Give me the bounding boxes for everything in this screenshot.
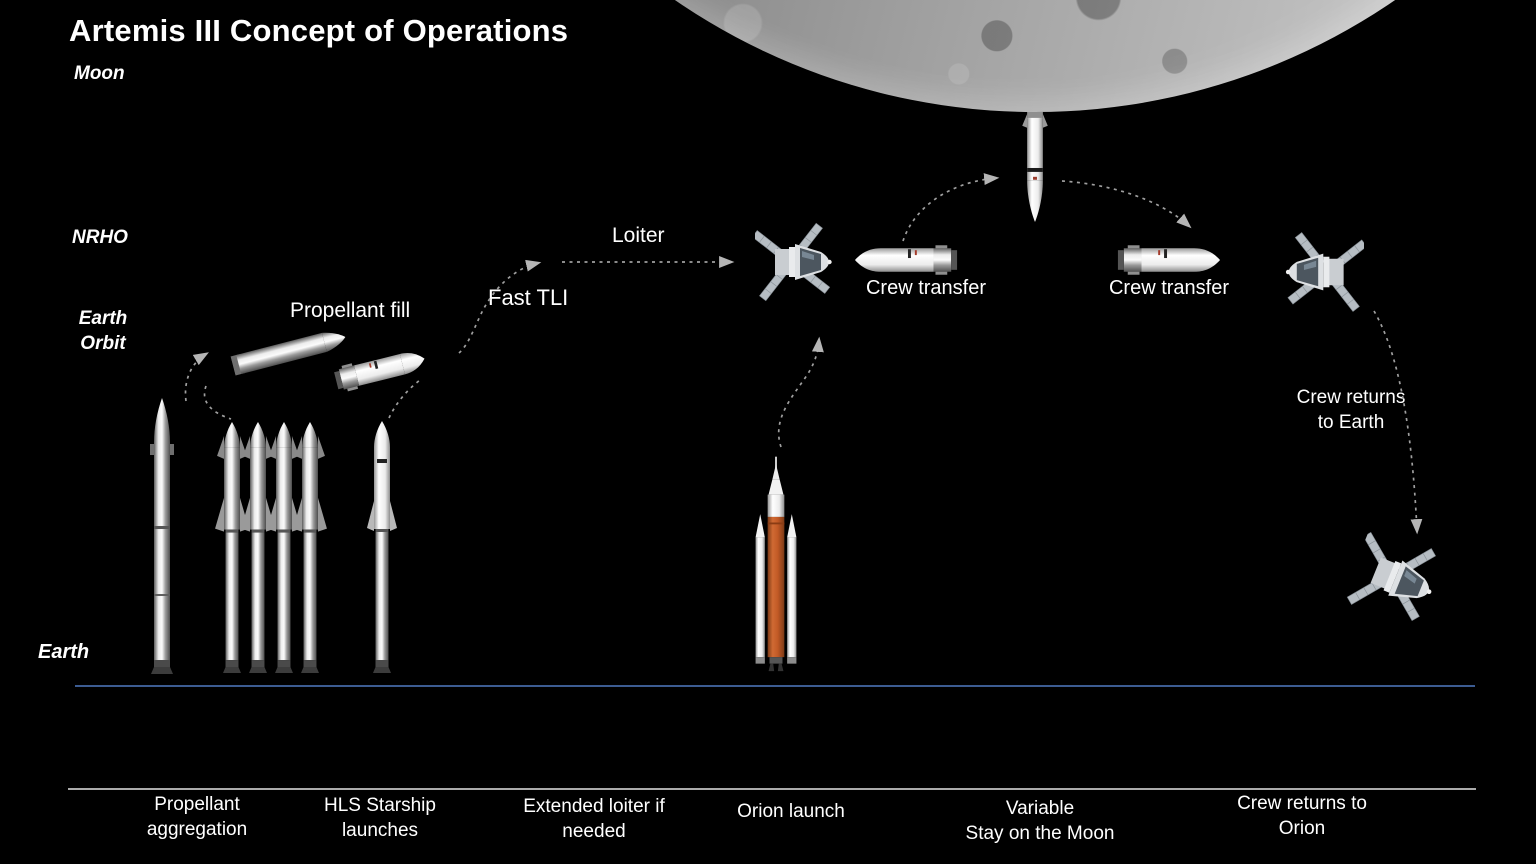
timeline-phase-orion-launch: Orion launch xyxy=(737,799,845,824)
phase-5-line2: Stay on the Moon xyxy=(965,823,1115,845)
annotation-propellant-fill: Propellant fill xyxy=(290,299,411,322)
timeline-phase-propellant-aggregation: Propellant aggregation xyxy=(147,792,247,843)
hls-starship-lander-illustration xyxy=(1021,112,1049,222)
annotation-crew-returns-line1: Crew returns xyxy=(1296,387,1406,408)
hls-starship-stack-4-illustration xyxy=(292,422,328,673)
hls-starship-crew-transfer-1-illustration xyxy=(853,243,961,277)
orion-spacecraft-return-illustration xyxy=(1252,216,1364,328)
page-title: Artemis III Concept of Operations xyxy=(69,13,569,48)
timeline-phase-hls-starship-launches: HLS Starship launches xyxy=(324,793,436,844)
phase-4-line1: Orion launch xyxy=(737,801,845,822)
sls-rocket-illustration xyxy=(750,450,802,686)
orion-spacecraft-nrho-illustration xyxy=(755,207,865,317)
timeline-phase-crew-returns-to-orion: Crew returns to Orion xyxy=(1237,791,1367,842)
phase-1-line1: Propellant xyxy=(154,794,240,815)
hls-starship-stack-white-illustration xyxy=(364,421,400,673)
annotation-crew-transfer-outbound: Crew transfer xyxy=(865,277,987,299)
layer-label-earth: Earth xyxy=(38,641,90,663)
phase-6-line2: Orion xyxy=(1278,818,1326,840)
phase-2-line2: launches xyxy=(341,820,419,842)
layer-label-moon: Moon xyxy=(74,63,125,84)
layer-label-nrho: NRHO xyxy=(72,227,128,248)
layer-label-earth-orbit-line2: Orbit xyxy=(80,333,126,355)
super-heavy-booster-illustration xyxy=(147,398,177,674)
timeline-divider-line xyxy=(68,788,1476,790)
phase-6-line1: Crew returns to xyxy=(1237,793,1367,814)
hls-starship-crew-transfer-2-illustration xyxy=(1114,244,1222,276)
annotation-crew-transfer-return: Crew transfer xyxy=(1108,277,1230,299)
annotation-crew-returns-line2: to Earth xyxy=(1317,412,1385,434)
phase-3-line1: Extended loiter if xyxy=(523,796,665,817)
phase-2-line1: HLS Starship xyxy=(324,795,436,816)
phase-5-line1: Variable xyxy=(1005,798,1075,819)
timeline-phase-variable-stay: Variable Stay on the Moon xyxy=(966,796,1115,847)
earth-surface-line xyxy=(75,685,1475,687)
annotation-fast-tli: Fast TLI xyxy=(488,285,569,310)
layer-label-earth-orbit-line1: Earth xyxy=(78,308,128,329)
timeline-phase-extended-loiter: Extended loiter if needed xyxy=(523,794,665,845)
phase-1-line2: aggregation xyxy=(146,819,248,841)
phase-3-line2: needed xyxy=(562,821,626,843)
annotation-loiter: Loiter xyxy=(612,224,665,247)
annotation-crew-returns-to-earth: Crew returns to Earth xyxy=(1297,385,1406,435)
layer-label-earth-orbit: Earth Orbit xyxy=(79,306,128,356)
